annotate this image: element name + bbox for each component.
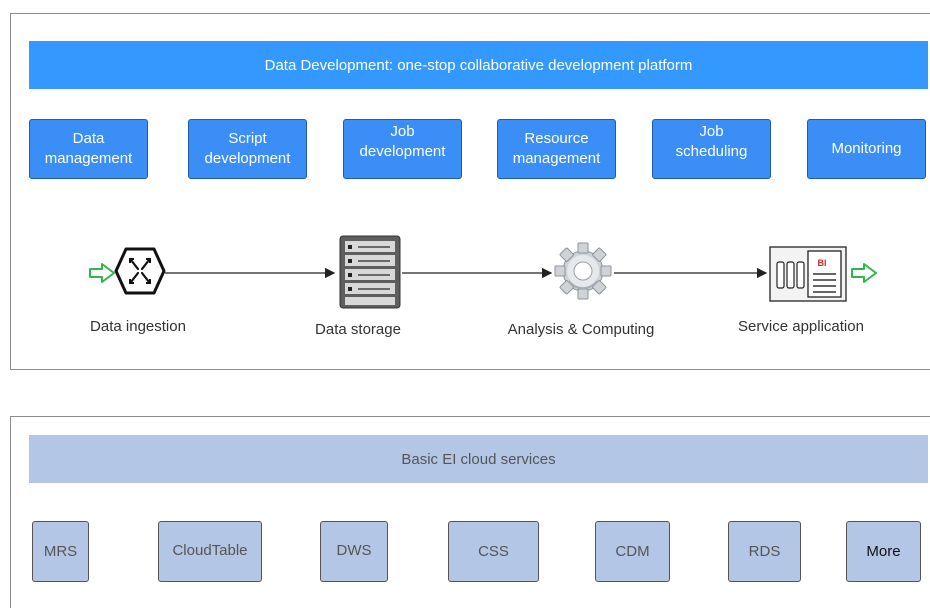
cloud-services-banner: Basic EI cloud services <box>29 435 928 483</box>
service-rds: RDS <box>728 521 801 582</box>
stage-label-data-ingestion: Data ingestion <box>90 318 186 335</box>
stage-label-data-storage: Data storage <box>315 321 401 338</box>
feature-resource-management: Resource management <box>497 119 616 179</box>
input-arrow-icon <box>89 263 115 283</box>
server-icon <box>339 235 401 309</box>
bi-badge: BI <box>818 258 827 268</box>
service-dws: DWS <box>320 521 388 582</box>
service-cloudtable: CloudTable <box>158 521 262 582</box>
service-mrs: MRS <box>32 521 89 582</box>
feature-script-development: Script development <box>188 119 307 179</box>
service-more: More <box>846 521 921 582</box>
feature-job-development: Job development <box>343 119 462 179</box>
service-cdm: CDM <box>595 521 670 582</box>
stage-label-analysis-computing: Analysis & Computing <box>507 321 655 338</box>
bi-report-icon <box>769 246 847 302</box>
ingestion-icon <box>114 247 166 295</box>
service-css: CSS <box>448 521 539 582</box>
stage-label-service-application: Service application <box>738 318 864 335</box>
gear-icon <box>554 242 612 300</box>
feature-data-management: Data management <box>29 119 148 179</box>
feature-monitoring: Monitoring <box>807 119 926 179</box>
output-arrow-icon <box>851 263 877 283</box>
platform-title-banner: Data Development: one-stop collaborative… <box>29 41 928 89</box>
feature-job-scheduling: Job scheduling <box>652 119 771 179</box>
